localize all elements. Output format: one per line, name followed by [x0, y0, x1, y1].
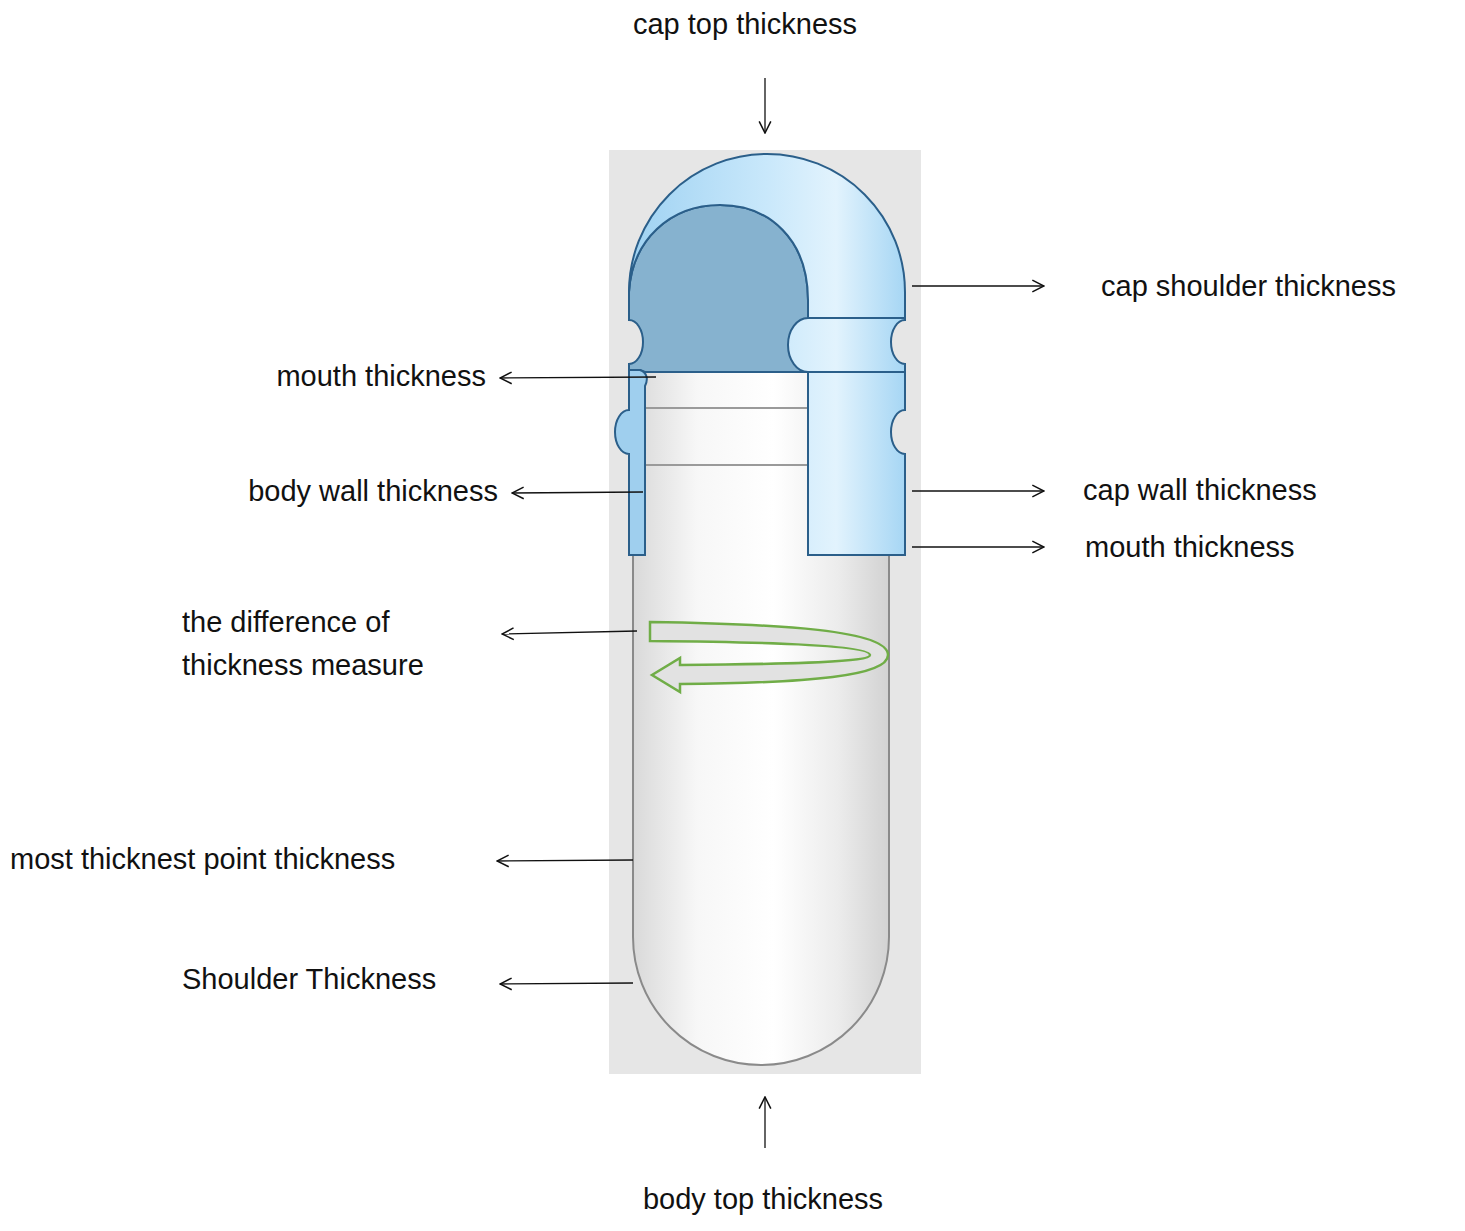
- thickest-point-label: most thicknest point thickness: [10, 838, 395, 882]
- difference-label: the difference of thickness measure: [182, 601, 472, 688]
- body-top-label: body top thickness: [643, 1178, 883, 1222]
- leader-line: [497, 860, 633, 861]
- cap-ring-line: [808, 317, 905, 319]
- cap-ring-line: [808, 371, 905, 373]
- leader-line: [912, 546, 1044, 547]
- cap-left-wall: [615, 370, 647, 555]
- shoulder-label: Shoulder Thickness: [182, 958, 436, 1002]
- cap-shell: [629, 154, 905, 555]
- body-wall-label: body wall thickness: [248, 470, 498, 514]
- ground-panel: [609, 150, 921, 1074]
- leader-line: [912, 285, 1044, 286]
- cap-wall-label: cap wall thickness: [1083, 469, 1317, 513]
- leader-line: [764, 78, 765, 133]
- mouth-label: mouth thickness: [276, 355, 486, 399]
- cap-top-label: cap top thickness: [633, 3, 857, 47]
- rotation-arrow: [650, 622, 888, 692]
- cap-shoulder-label: cap shoulder thickness: [1101, 265, 1396, 309]
- leader-line: [502, 631, 637, 634]
- leader-line: [512, 492, 643, 493]
- leader-line: [500, 377, 656, 378]
- body-ring: [645, 464, 808, 466]
- leader-line: [500, 983, 633, 984]
- body-ring: [645, 407, 808, 409]
- mouth-label: mouth thickness: [1085, 526, 1295, 570]
- leader-line: [912, 490, 1044, 491]
- leader-line: [764, 1097, 765, 1148]
